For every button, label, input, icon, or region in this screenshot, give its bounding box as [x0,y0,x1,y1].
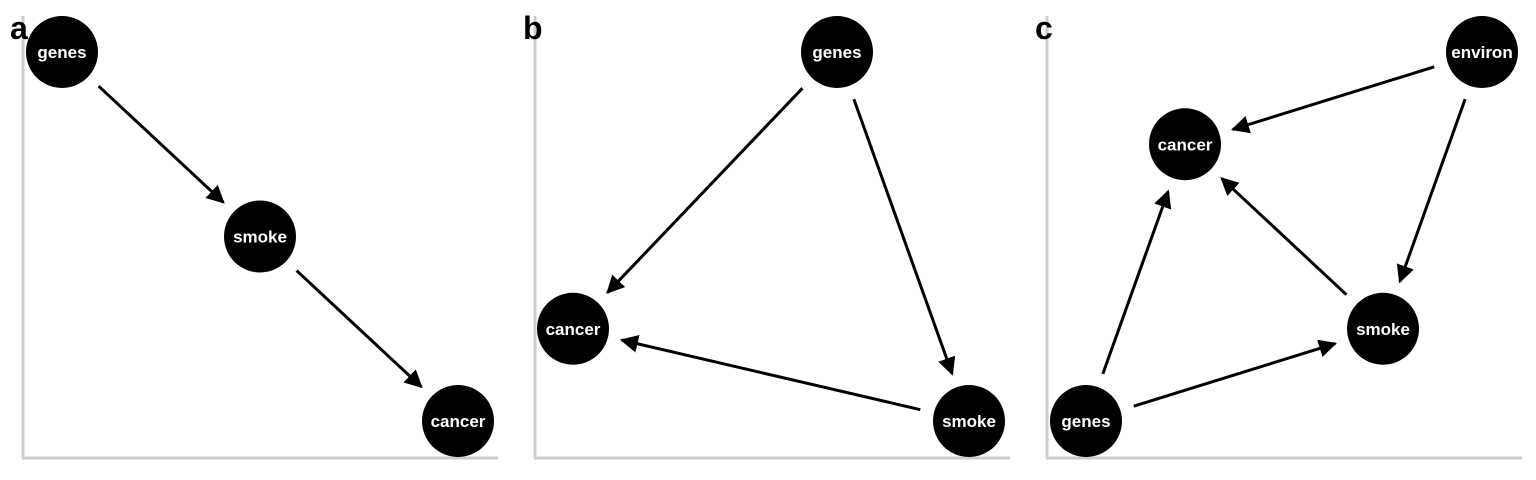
node-layer: genes cancer smoke [537,16,1005,457]
node-label: smoke [942,412,996,431]
panel-b: genes cancer smoke b [523,10,1010,460]
node-cancer: cancer [422,385,494,457]
node-layer: genes smoke cancer [26,16,494,457]
node-smoke: smoke [933,385,1005,457]
node-label: cancer [1158,135,1213,154]
panel-letter: a [10,10,28,46]
node-label: genes [37,43,86,62]
node-layer: environ cancer smoke genes [1050,16,1518,457]
edge-smoke-to-cancer [295,269,423,389]
node-label: genes [812,43,861,62]
edge-genes-to-smoke [852,98,956,376]
node-smoke: smoke [224,200,296,273]
edge-smoke-to-cancer [619,335,921,412]
node-label: smoke [1356,320,1410,339]
node-circle [537,292,609,365]
node-circle [1446,16,1518,88]
node-label: cancer [431,412,486,431]
edge-genes-to-smoke [1133,339,1337,408]
node-circle [1347,292,1419,365]
node-circle [1149,108,1221,181]
edge-layer [1101,65,1467,408]
panel-letter: b [523,10,543,46]
edge-environ-to-cancer [1231,65,1435,134]
panel-a: genes smoke cancer a [10,10,498,460]
node-circle [26,16,98,88]
node-genes: genes [1050,385,1122,457]
node-circle [224,200,296,273]
node-smoke: smoke [1347,292,1419,365]
node-label: environ [1451,43,1512,62]
node-genes: genes [801,16,873,88]
edge-genes-to-cancer [1101,189,1172,375]
node-label: genes [1061,412,1110,431]
edge-layer [97,84,423,389]
panel-c: environ cancer smoke genes c [1035,10,1522,460]
node-cancer: cancer [1149,108,1221,181]
node-circle [1050,385,1122,457]
node-cancer: cancer [537,292,609,365]
edge-smoke-to-cancer [1220,177,1348,296]
panel-letter: c [1035,10,1053,46]
edge-environ-to-smoke [1396,98,1467,284]
node-genes: genes [26,16,98,88]
node-label: smoke [233,228,287,247]
node-label: cancer [546,320,601,339]
node-circle [422,385,494,457]
node-circle [933,385,1005,457]
edge-genes-to-smoke [97,84,225,204]
node-environ: environ [1446,16,1518,88]
node-circle [801,16,873,88]
edge-layer [606,87,956,412]
edge-genes-to-cancer [606,87,804,294]
